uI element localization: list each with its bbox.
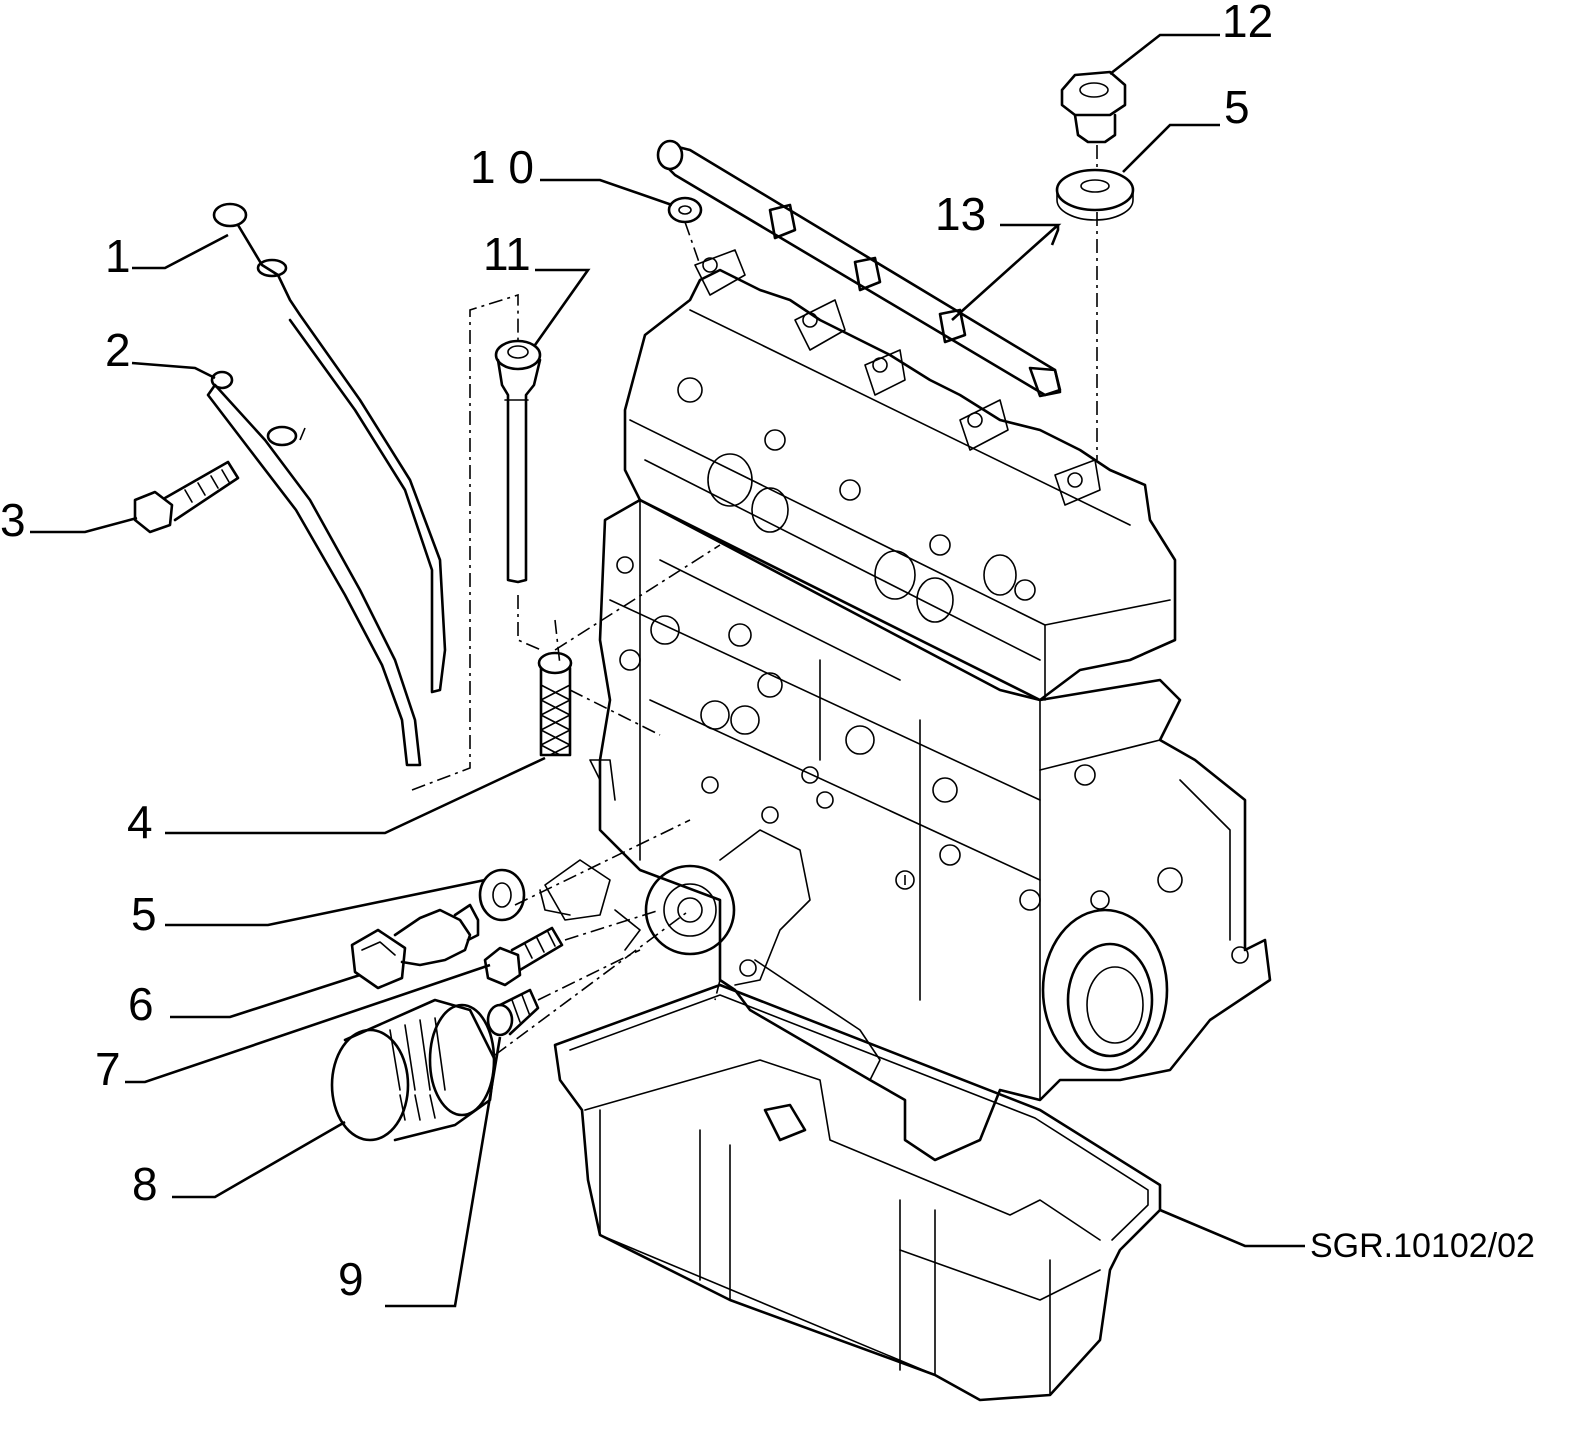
callout-6: 6	[128, 978, 154, 1030]
callout-1: 1	[105, 230, 131, 282]
bolt-7	[483, 926, 564, 987]
sealing-washer	[478, 868, 526, 922]
callout-9: 9	[338, 1253, 364, 1305]
callout-12: 12	[1222, 0, 1273, 47]
oil-strainer	[537, 651, 573, 757]
bolt-3	[133, 460, 240, 534]
callout-3: 3	[0, 494, 26, 546]
assembly-axis-lines	[299, 145, 1098, 1056]
oil-distribution-rail	[656, 139, 1062, 398]
callout-7: 7	[95, 1043, 121, 1095]
callout-5a: 5	[131, 888, 157, 940]
cylinder-head	[623, 249, 1177, 702]
callout-5b: 5	[1224, 81, 1250, 133]
callout-8: 8	[132, 1158, 158, 1210]
dipstick-1	[212, 202, 447, 694]
callout-4: 4	[127, 796, 153, 848]
callout-labels: 1 2 3 4 5 6 7 8 9 1 0 11 12 5 13 SGR.101…	[0, 0, 1535, 1305]
oil-pan	[553, 983, 1162, 1402]
leader-lines	[30, 33, 1305, 1308]
callout-13: 13	[935, 188, 986, 240]
oil-filler-tube	[494, 339, 542, 584]
cylinder-block	[539, 498, 1272, 1162]
drawing-code: SGR.10102/02	[1310, 1227, 1535, 1265]
dipstick-tube-2	[206, 370, 422, 767]
plug-9	[486, 988, 540, 1037]
callout-2: 2	[105, 324, 131, 376]
filler-cap-plug	[1060, 70, 1127, 144]
callout-10: 1 0	[470, 141, 534, 193]
banjo-washer	[667, 196, 703, 224]
oil-filter	[330, 998, 497, 1142]
callout-11: 11	[483, 228, 531, 280]
oil-pressure-sender	[350, 903, 480, 990]
filler-cap-washer	[1055, 168, 1135, 221]
